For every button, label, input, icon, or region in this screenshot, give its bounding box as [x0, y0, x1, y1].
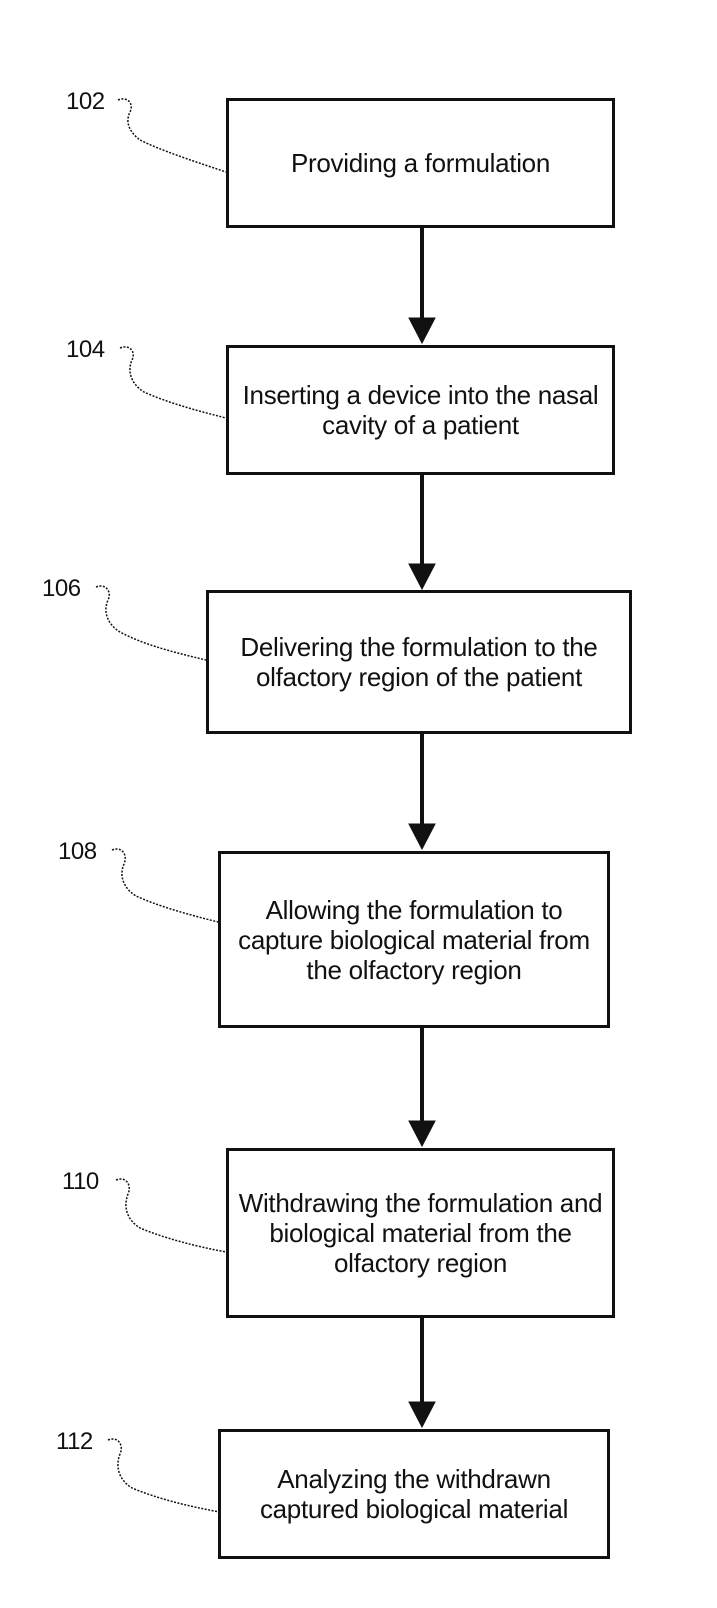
step-ref-108: 108: [58, 840, 97, 864]
step-text-112: Analyzing the withdrawn captured biologi…: [229, 1464, 599, 1524]
step-text-102: Providing a formulation: [291, 148, 550, 178]
step-ref-110: 110: [62, 1170, 99, 1194]
leader-line-108: [112, 849, 218, 922]
step-box-106: Delivering the formulation to the olfact…: [206, 590, 632, 734]
leader-line-104: [120, 347, 226, 418]
arrow-110-112: [409, 1318, 435, 1427]
arrow-104-106: [409, 475, 435, 589]
step-text-108: Allowing the formulation to capture biol…: [229, 895, 599, 985]
leader-line-102: [118, 99, 226, 172]
step-ref-104: 104: [66, 338, 105, 362]
step-box-104: Inserting a device into the nasal cavity…: [226, 345, 615, 475]
leader-line-106: [96, 586, 206, 660]
leader-line-112: [108, 1439, 220, 1512]
step-box-108: Allowing the formulation to capture biol…: [218, 851, 610, 1028]
step-text-106: Delivering the formulation to the olfact…: [219, 632, 619, 692]
leader-line-110: [116, 1179, 226, 1252]
step-box-112: Analyzing the withdrawn captured biologi…: [218, 1429, 610, 1559]
arrow-108-110: [409, 1028, 435, 1146]
step-ref-102: 102: [66, 90, 105, 114]
step-ref-112: 112: [56, 1430, 93, 1454]
step-text-110: Withdrawing the formulation and biologic…: [237, 1188, 604, 1278]
step-text-104: Inserting a device into the nasal cavity…: [241, 380, 601, 440]
step-ref-106: 106: [42, 577, 81, 601]
arrow-106-108: [409, 734, 435, 849]
arrow-102-104: [409, 228, 435, 343]
step-box-102: Providing a formulation: [226, 98, 615, 228]
step-box-110: Withdrawing the formulation and biologic…: [226, 1148, 615, 1318]
